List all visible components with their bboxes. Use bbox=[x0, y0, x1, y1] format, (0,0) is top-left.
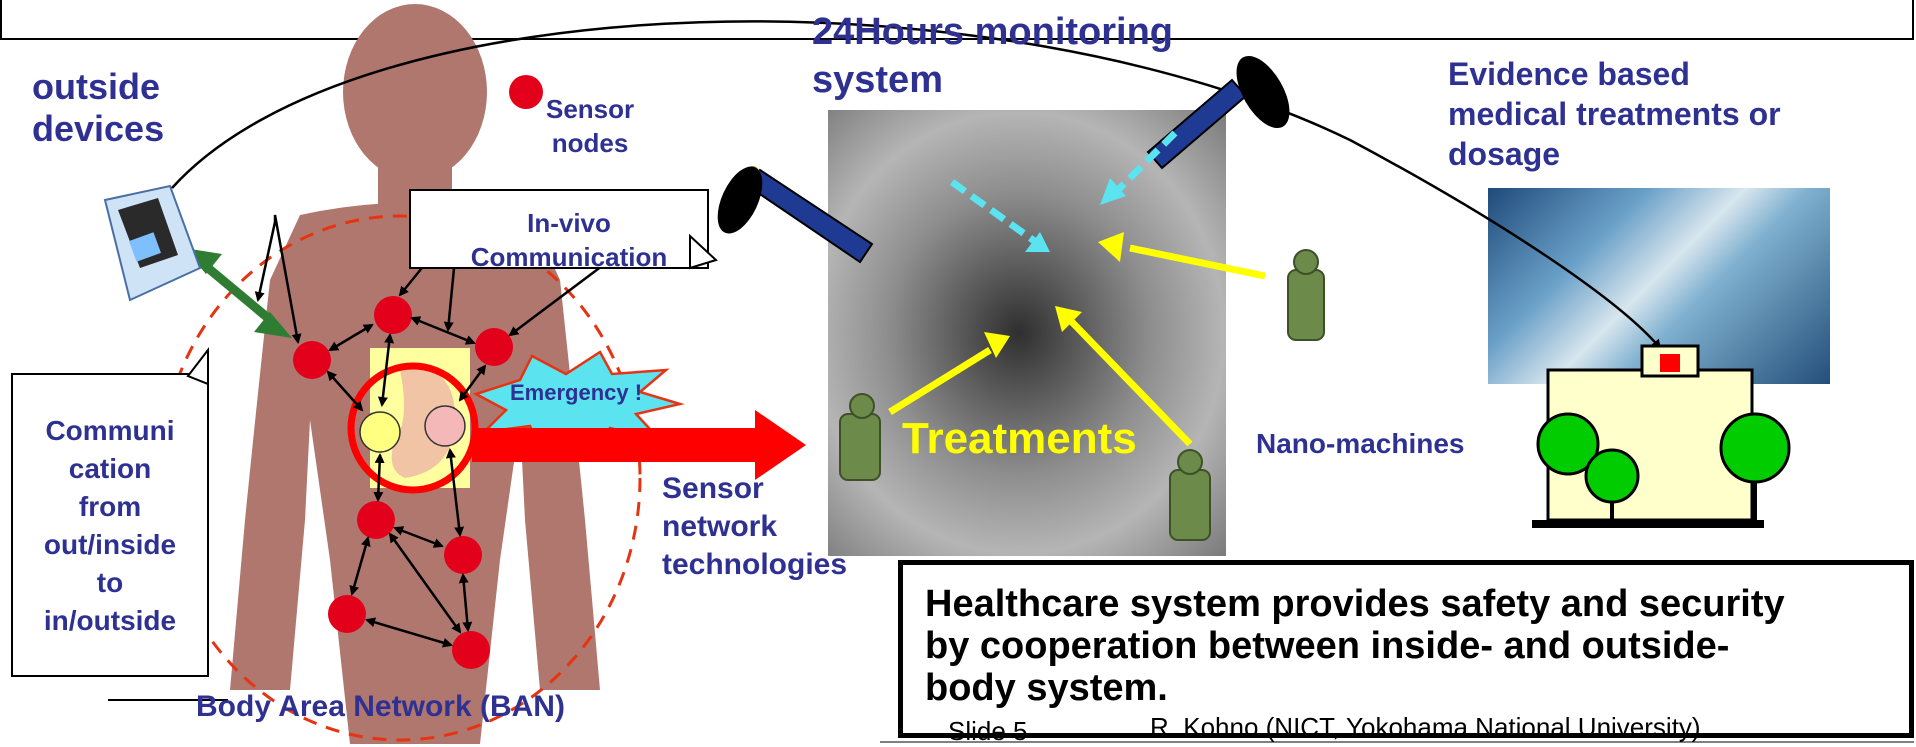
emergency-burst bbox=[472, 350, 685, 452]
sensor-nodes bbox=[293, 75, 543, 669]
communication-callout bbox=[11, 347, 209, 677]
smiley-icon bbox=[359, 411, 401, 453]
sensor-network-arrow bbox=[472, 410, 806, 480]
sensor-node bbox=[374, 296, 412, 334]
treatment-arrows bbox=[888, 244, 1266, 447]
slide-number: Slide 5 bbox=[948, 716, 1028, 746]
sensor-node bbox=[357, 501, 395, 539]
ban-boundary bbox=[158, 214, 642, 742]
treatments-label: Treatments bbox=[902, 414, 1137, 463]
author-footer: R. Kohno (NICT, Yokohama National Univer… bbox=[1150, 712, 1701, 742]
smiley-icon bbox=[424, 405, 466, 447]
nano-machines-label: Nano-machines bbox=[1256, 428, 1465, 459]
hospital-icon bbox=[1532, 344, 1791, 528]
soldier-icon bbox=[1287, 249, 1325, 341]
telescope-icon bbox=[1146, 55, 1290, 170]
soldier-icon bbox=[839, 393, 881, 481]
network-arrows bbox=[254, 214, 611, 648]
emergency-label: Emergency ! bbox=[510, 380, 643, 405]
remote-link-curve bbox=[171, 20, 1662, 350]
in-vivo-callout bbox=[409, 189, 718, 270]
sensor-node bbox=[444, 536, 482, 574]
soldier-icon bbox=[1169, 449, 1211, 541]
sensor-node bbox=[293, 341, 331, 379]
top-frame bbox=[0, 0, 1914, 40]
summary-box: Healthcare system provides safety and se… bbox=[898, 560, 1914, 738]
phone-icon bbox=[103, 184, 202, 302]
endoscope-image bbox=[828, 110, 1226, 556]
observation-arrows bbox=[949, 130, 1178, 248]
stomach-icon bbox=[391, 368, 456, 478]
sensor-node bbox=[475, 328, 513, 366]
sensor-node bbox=[452, 631, 490, 669]
smiley-icon bbox=[509, 75, 543, 109]
ban-label: Body Area Network (BAN) bbox=[196, 690, 565, 723]
telescope-icon bbox=[717, 166, 874, 264]
sensor-node bbox=[328, 595, 366, 633]
